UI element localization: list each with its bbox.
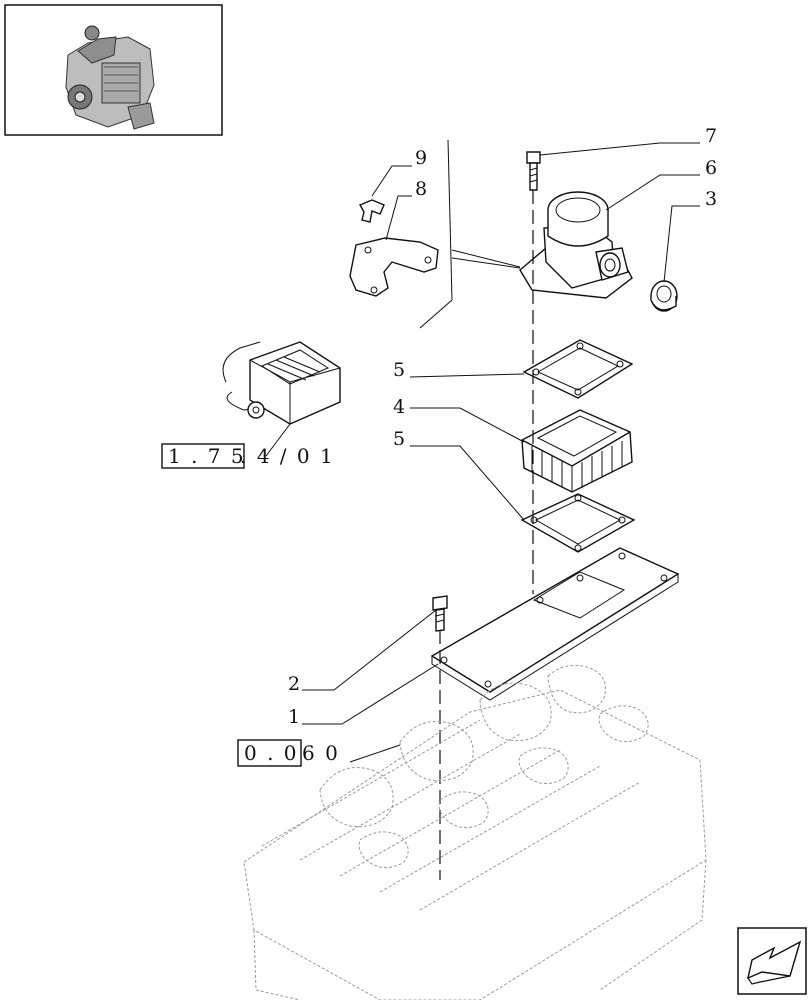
cylinder-head-illustration bbox=[243, 664, 707, 1000]
callout-2: 2 bbox=[288, 673, 300, 695]
heater-assembly-illustration bbox=[222, 341, 341, 425]
part-9-clip bbox=[358, 199, 385, 223]
callout-5-upper: 5 bbox=[393, 359, 405, 381]
head-ref-boxed-text: 0 . 0 bbox=[244, 741, 299, 765]
callout-6: 6 bbox=[705, 157, 717, 179]
part-3-plug bbox=[650, 280, 678, 312]
part-2-bolt bbox=[432, 595, 448, 632]
part-1-spacer-plate bbox=[430, 547, 680, 701]
part-7-bolt bbox=[526, 151, 541, 191]
callout-3: 3 bbox=[705, 188, 717, 210]
heater-ref-suffix-text: . 4 / 0 1 bbox=[240, 444, 335, 468]
callout-5-lower: 5 bbox=[393, 428, 405, 450]
part-6-elbow-housing bbox=[519, 191, 633, 299]
callout-1: 1 bbox=[288, 706, 300, 728]
next-page-arrow-icon[interactable] bbox=[737, 927, 807, 995]
part-5-upper-gasket bbox=[522, 339, 634, 399]
head-ref-label[interactable]: 0 . 0 6 0 bbox=[237, 739, 340, 767]
engine-thumbnail-icon[interactable] bbox=[4, 4, 223, 136]
callout-4: 4 bbox=[393, 396, 405, 418]
callout-8: 8 bbox=[415, 178, 427, 200]
heater-ref-label[interactable]: 1 . 7 5 . 4 / 0 1 bbox=[161, 443, 335, 469]
part-5-lower-gasket bbox=[520, 493, 636, 553]
part-8-bracket bbox=[349, 237, 439, 297]
callout-7: 7 bbox=[705, 125, 717, 147]
callout-9: 9 bbox=[415, 147, 427, 169]
heater-ref-boxed-text: 1 . 7 5 bbox=[168, 444, 246, 468]
part-4-heater-block bbox=[521, 409, 633, 493]
head-ref-suffix-text: 6 0 bbox=[302, 741, 340, 765]
